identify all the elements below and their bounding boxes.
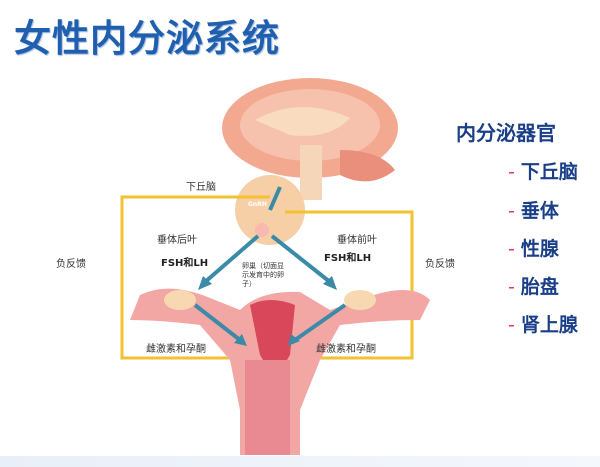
ovary-note: 卵巢（切面显示发育中的卵子） — [242, 262, 284, 288]
posterior-pituitary-label: 垂体后叶 — [157, 235, 197, 246]
organ-item-label: 胎盘 — [520, 276, 559, 298]
organs-heading: 内分泌器官 — [456, 121, 556, 145]
negative-feedback-left-label: 负反馈 — [56, 259, 86, 270]
pituitary-gland — [255, 223, 269, 237]
organ-item-label: 垂体 — [520, 200, 559, 222]
dash-bullet: - — [508, 238, 515, 260]
organ-item-pituitary: -垂体 — [508, 196, 559, 223]
dash-bullet: - — [508, 161, 515, 183]
gnrh-label: GnRH — [248, 201, 267, 208]
hypothalamus-label: 下丘脑 — [186, 182, 216, 193]
estrogen-left-label: 雌激素和孕酮 — [146, 344, 206, 355]
feedback-frame — [120, 195, 414, 360]
slide-title: 女性内分泌系统 — [14, 17, 280, 60]
organ-item-placenta: -胎盘 — [508, 272, 559, 299]
hormone-arrows — [193, 186, 347, 342]
right-ovary — [344, 290, 376, 310]
organ-item-label: 下丘脑 — [520, 161, 578, 183]
reproductive-tract-illustration — [130, 288, 430, 455]
dash-bullet: - — [508, 200, 515, 222]
organ-item-gonads: -性腺 — [508, 234, 559, 261]
fsh-lh-left-label: FSH和LH — [161, 258, 209, 269]
dash-bullet: - — [508, 314, 515, 336]
negative-feedback-right-label: 负反馈 — [425, 259, 455, 270]
organ-item-label: 性腺 — [520, 238, 559, 260]
estrogen-right-label: 雌激素和孕酮 — [316, 344, 376, 355]
left-ovary — [164, 290, 196, 310]
organ-item-label: 肾上腺 — [520, 314, 578, 336]
organ-item-adrenal: -肾上腺 — [508, 310, 578, 337]
brain-illustration — [222, 78, 398, 200]
arrow-heads — [198, 276, 337, 346]
anterior-pituitary-label: 垂体前叶 — [337, 235, 377, 246]
dash-bullet: - — [508, 276, 515, 298]
organ-item-hypothalamus: -下丘脑 — [508, 157, 578, 184]
fsh-lh-right-label: FSH和LH — [324, 253, 372, 264]
bottom-band — [0, 456, 600, 467]
